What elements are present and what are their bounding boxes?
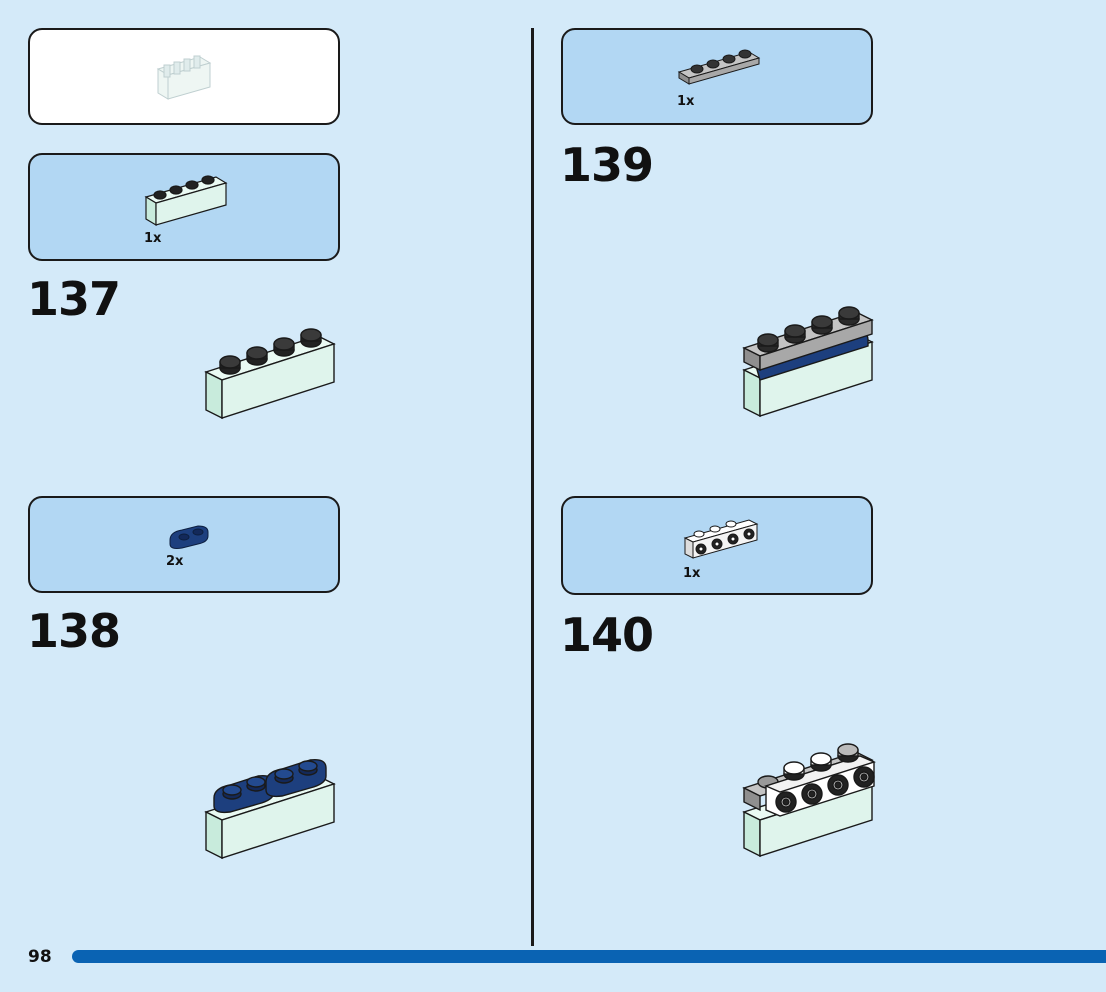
white-bracket-plate-icon — [683, 519, 759, 559]
page-number: 98 — [28, 947, 52, 967]
dark-blue-plate-1x2-rounded-icon — [169, 525, 209, 549]
column-divider — [531, 28, 534, 946]
step-number-138: 138 — [27, 604, 121, 658]
step-number-140: 140 — [560, 608, 654, 662]
step-138-assembly — [204, 758, 336, 860]
parts-quantity: 2x — [166, 554, 184, 569]
step-139-assembly — [742, 306, 874, 418]
parts-quantity: 1x — [677, 94, 695, 109]
parts-box-139: 1x — [561, 28, 873, 125]
step-number-137: 137 — [27, 272, 121, 326]
gray-plate-1x4-icon — [677, 49, 761, 85]
parts-quantity: 1x — [144, 231, 162, 246]
footer-bar — [72, 950, 1106, 963]
submodel-reference-icon — [156, 55, 212, 100]
step-137-assembly — [204, 328, 336, 420]
parts-box-140: 1x — [561, 496, 873, 595]
mint-brick-1x4-icon — [144, 175, 228, 227]
step-number-139: 139 — [560, 138, 654, 192]
parts-quantity: 1x — [683, 566, 701, 581]
parts-box-137: 1x — [28, 153, 340, 261]
submodel-reference-box — [28, 28, 340, 125]
parts-box-138: 2x — [28, 496, 340, 593]
step-140-assembly — [742, 743, 877, 858]
